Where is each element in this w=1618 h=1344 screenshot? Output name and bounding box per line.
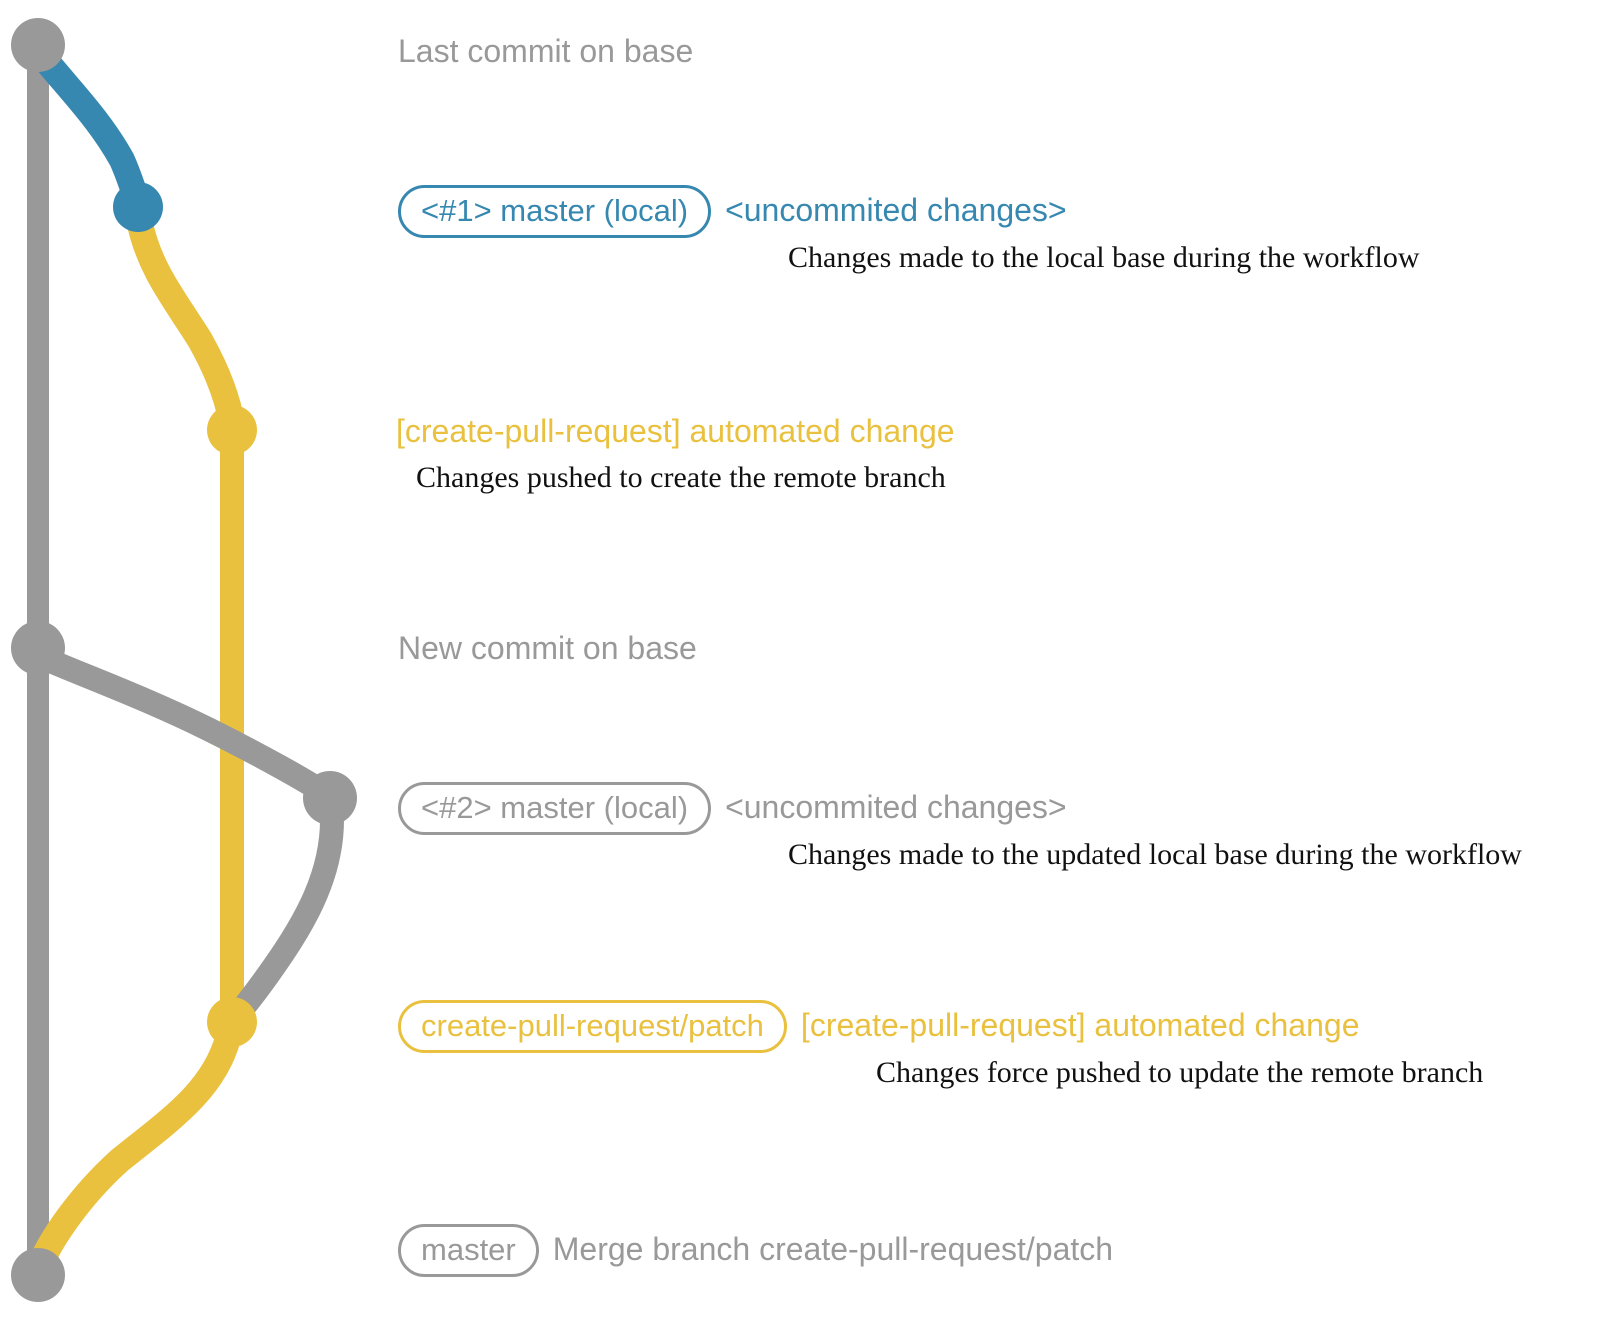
node-local-commit-2: [303, 771, 357, 825]
row-master-local-2: <#2> master (local) <uncommited changes>: [398, 782, 1067, 835]
subject-merge-commit: Merge branch create-pull-request/patch: [552, 1231, 1114, 1267]
description-master-local-1: Changes made to the local base during th…: [788, 241, 1420, 274]
updated-local-branch-line: [36, 648, 338, 806]
headline-new-commit-on-base: New commit on base: [398, 630, 697, 666]
headline-automated-change-1: [create-pull-request] automated change: [396, 413, 955, 449]
badge-master-local-2[interactable]: <#2> master (local): [398, 782, 712, 835]
row-merge-commit: master Merge branch create-pull-request/…: [398, 1224, 1113, 1277]
merge-branch-line: [27, 1025, 241, 1279]
description-automated-change-2: Changes force pushed to update the remot…: [876, 1056, 1484, 1089]
updated-local-to-patch-line: [222, 808, 344, 1030]
node-local-commit-1: [113, 182, 163, 232]
subject-automated-change-2: [create-pull-request] automated change: [800, 1007, 1360, 1043]
badge-master[interactable]: master: [398, 1224, 539, 1277]
node-merge-commit: [11, 1248, 65, 1302]
patch-branch-line-1: [127, 211, 245, 437]
node-patch-commit-2: [207, 997, 257, 1047]
row-automated-change-2: create-pull-request/patch [create-pull-r…: [398, 1000, 1359, 1053]
node-base-commit-new: [11, 621, 65, 675]
description-master-local-2: Changes made to the updated local base d…: [788, 838, 1522, 871]
subject-master-local-1: <uncommited changes>: [725, 192, 1067, 228]
node-base-commit-top: [11, 18, 65, 72]
subject-master-local-2: <uncommited changes>: [725, 789, 1067, 825]
local-branch-line-1: [31, 45, 151, 217]
description-automated-change-1: Changes pushed to create the remote bran…: [416, 461, 946, 494]
headline-last-commit-on-base: Last commit on base: [398, 33, 694, 69]
row-master-local-1: <#1> master (local) <uncommited changes>: [398, 185, 1067, 238]
commit-graph: [11, 18, 357, 1302]
node-patch-commit-1: [207, 405, 257, 455]
badge-create-pull-request-patch[interactable]: create-pull-request/patch: [398, 1000, 787, 1053]
badge-master-local-1[interactable]: <#1> master (local): [398, 185, 712, 238]
